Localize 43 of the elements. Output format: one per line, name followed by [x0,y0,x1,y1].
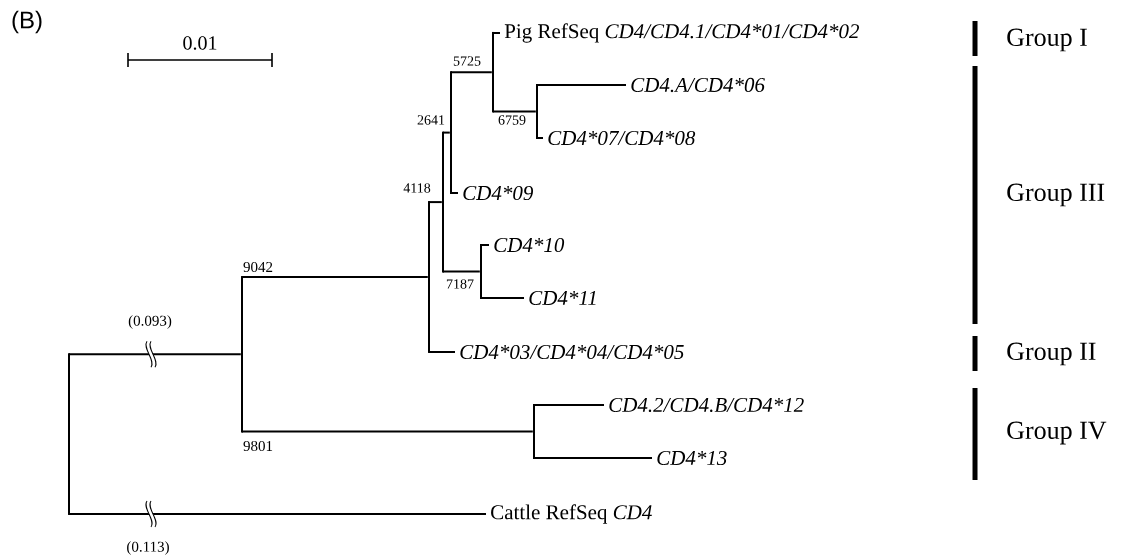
tree-branch [241,430,534,433]
group-label: Group IV [1007,421,1107,445]
leaf-label: Cattle RefSeq CD4 [491,504,652,524]
edge-label: 9801 [242,439,274,453]
leaf-label: CD4*09 [463,185,534,201]
tree-branch [442,270,481,273]
tree-branch [428,201,443,204]
tree-branch [533,404,605,406]
leaf-label: CD4*07/CD4*08 [548,130,696,146]
leaf-label: Pig RefSeq CD4/CD4.1/CD4*01/CD4*02 [504,23,859,43]
tree-branch [533,457,653,459]
tree-branch [68,353,242,356]
tree-branch [450,192,459,194]
leaf-label: CD4.A/CD4*06 [631,77,765,93]
tree-branch [480,297,525,299]
tree-branch [450,71,493,74]
tree-branch [536,137,544,139]
edge-label: 9042 [242,260,274,274]
group-label: Group I [1007,28,1087,52]
bootstrap-value: 7187 [446,279,474,289]
bootstrap-value: 4118 [403,183,431,193]
tree-branch [442,131,451,134]
group-label: Group III [1007,183,1105,207]
tree-branch [428,351,456,353]
leaf-label: CD4*03/CD4*04/CD4*05 [460,344,684,360]
panel-label: (B) [12,10,42,34]
bootstrap-value: 6759 [498,115,526,125]
leaf-label: CD4*13 [657,450,727,466]
tree-branch [241,276,429,278]
leaf-label: CD4*11 [529,290,596,306]
scale-label: 0.01 [183,36,217,50]
bootstrap-value: 2641 [417,115,445,125]
leaf-label: CD4.2/CD4.B/CD4*12 [609,397,804,413]
tree-branch [492,110,537,113]
tree-branch [68,513,487,515]
group-label: Group II [1007,342,1096,366]
tree-branch [536,84,627,86]
edge-label: (0.093) [127,314,173,330]
leaf-label: CD4*10 [494,237,565,253]
tree-branch [492,32,501,34]
edge-label: (0.113) [125,540,171,556]
tree-branch [480,244,490,246]
bootstrap-value: 5725 [453,56,481,66]
